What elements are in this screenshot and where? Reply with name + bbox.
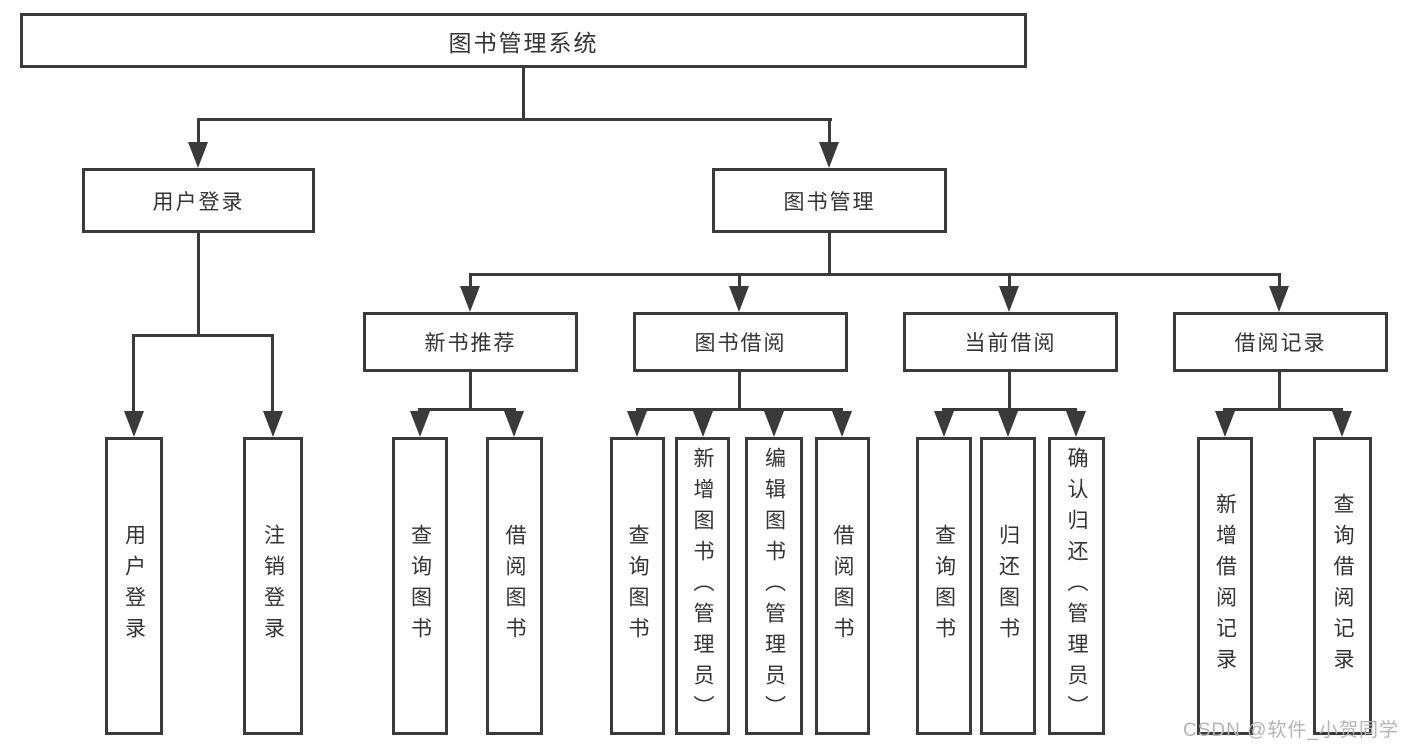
leaf-edit-books-admin-label: 编辑图书（管理员） [762,446,786,726]
leaf-query-borrow-record: 查询借阅记录 [1313,437,1372,735]
arrowhead-to-recommend-icon [460,286,480,312]
connector-borrowing-down [738,372,741,409]
csdn-watermark: CSDN @软件_小贺同学 [1183,720,1399,741]
node-user-login: 用户登录 [82,168,315,233]
arrowhead-to-login-icon [188,142,208,168]
node-book-management-label: 图书管理 [783,190,876,214]
connector-current-down [1008,372,1011,409]
leaf-confirm-return-admin-label: 确认归还（管理员） [1065,446,1088,726]
connector-records-down [1278,372,1281,409]
node-new-book-recommend-label: 新书推荐 [424,332,517,355]
arrowhead-borrowing-leaf2-icon [693,411,713,437]
arrowhead-to-records-icon [1269,286,1289,312]
node-new-book-recommend: 新书推荐 [363,312,578,372]
arrowhead-recommend-leaf1-icon [410,411,430,437]
connector-root-stem [522,68,525,118]
arrowhead-recommend-leaf2-icon [504,411,524,437]
connector-login-leaf1-stem [132,334,135,414]
leaf-user-login-label: 用户登录 [122,524,146,648]
leaf-logout-label: 注销登录 [261,524,285,648]
connector-mgmt-down [828,233,831,273]
leaf-confirm-return-admin: 确认归还（管理员） [1048,437,1105,735]
leaf-add-borrow-record: 新增借阅记录 [1197,437,1253,735]
node-book-management: 图书管理 [712,168,947,233]
node-user-login-label: 用户登录 [152,190,245,214]
leaf-borrow-books: 借阅图书 [815,437,870,735]
arrowhead-current-leaf2-icon [998,411,1018,437]
node-borrowing-records-label: 借阅记录 [1234,332,1327,355]
connector-mgmt-stem [828,118,831,146]
leaf-query-books-borrowing: 查询图书 [610,437,665,735]
arrowhead-borrowing-leaf3-icon [764,411,784,437]
leaf-borrow-books-label: 借阅图书 [831,524,854,648]
arrowhead-to-current-icon [999,286,1019,312]
arrowhead-to-borrowing-icon [729,286,749,312]
leaf-query-books-current: 查询图书 [916,437,972,735]
arrowhead-borrowing-leaf4-icon [832,411,852,437]
connector-l3-stem-1 [469,273,472,289]
leaf-add-books-admin-label: 新增图书（管理员） [691,446,714,726]
leaf-query-books-borrowing-label: 查询图书 [626,524,649,648]
leaf-borrow-books-recommend-label: 借阅图书 [503,524,526,648]
leaf-query-books-recommend-label: 查询图书 [408,524,432,648]
arrowhead-records-leaf1-icon [1215,411,1235,437]
arrowhead-to-mgmt-icon [819,142,839,168]
connector-l3-stem-3 [1008,273,1011,289]
connector-l3-stem-4 [1278,273,1281,289]
connector-borrowing-hline [636,408,843,411]
node-book-borrowing: 图书借阅 [633,312,848,372]
connector-l3-stem-2 [738,273,741,289]
arrowhead-current-leaf1-icon [934,411,954,437]
node-book-borrowing-label: 图书借阅 [694,332,787,355]
node-current-borrowing: 当前借阅 [903,312,1118,372]
leaf-return-books-label: 归还图书 [996,524,1020,648]
connector-mgmt-hline [469,273,1281,276]
leaf-query-borrow-record-label: 查询借阅记录 [1331,493,1354,679]
connector-login-down [197,233,200,336]
connector-current-hline [942,408,1077,411]
leaf-logout: 注销登录 [243,437,303,735]
connector-records-hline [1223,408,1343,411]
leaf-return-books: 归还图书 [980,437,1036,735]
connector-login-leaf2-stem [271,334,274,414]
arrowhead-records-leaf2-icon [1332,411,1352,437]
leaf-edit-books-admin: 编辑图书（管理员） [745,437,803,735]
arrowhead-current-leaf3-icon [1066,411,1086,437]
leaf-query-books-recommend: 查询图书 [392,437,448,735]
node-root-library-system: 图书管理系统 [20,13,1027,68]
connector-login-hline [132,334,274,337]
arrowhead-to-leaf-login-icon [124,411,144,437]
node-current-borrowing-label: 当前借阅 [964,332,1057,355]
arrowhead-to-leaf-logout-icon [263,411,283,437]
leaf-user-login: 用户登录 [105,437,163,735]
connector-recommend-hline [418,408,516,411]
node-root-label: 图书管理系统 [448,29,599,56]
connector-root-hline [197,118,832,121]
leaf-borrow-books-recommend: 借阅图书 [486,437,543,735]
node-borrowing-records: 借阅记录 [1173,312,1388,372]
leaf-query-books-current-label: 查询图书 [932,524,956,648]
arrowhead-borrowing-leaf1-icon [627,411,647,437]
leaf-add-books-admin: 新增图书（管理员） [675,437,730,735]
connector-login-stem [197,118,200,146]
connector-recommend-down [469,372,472,409]
leaf-add-borrow-record-label: 新增借阅记录 [1213,493,1237,679]
